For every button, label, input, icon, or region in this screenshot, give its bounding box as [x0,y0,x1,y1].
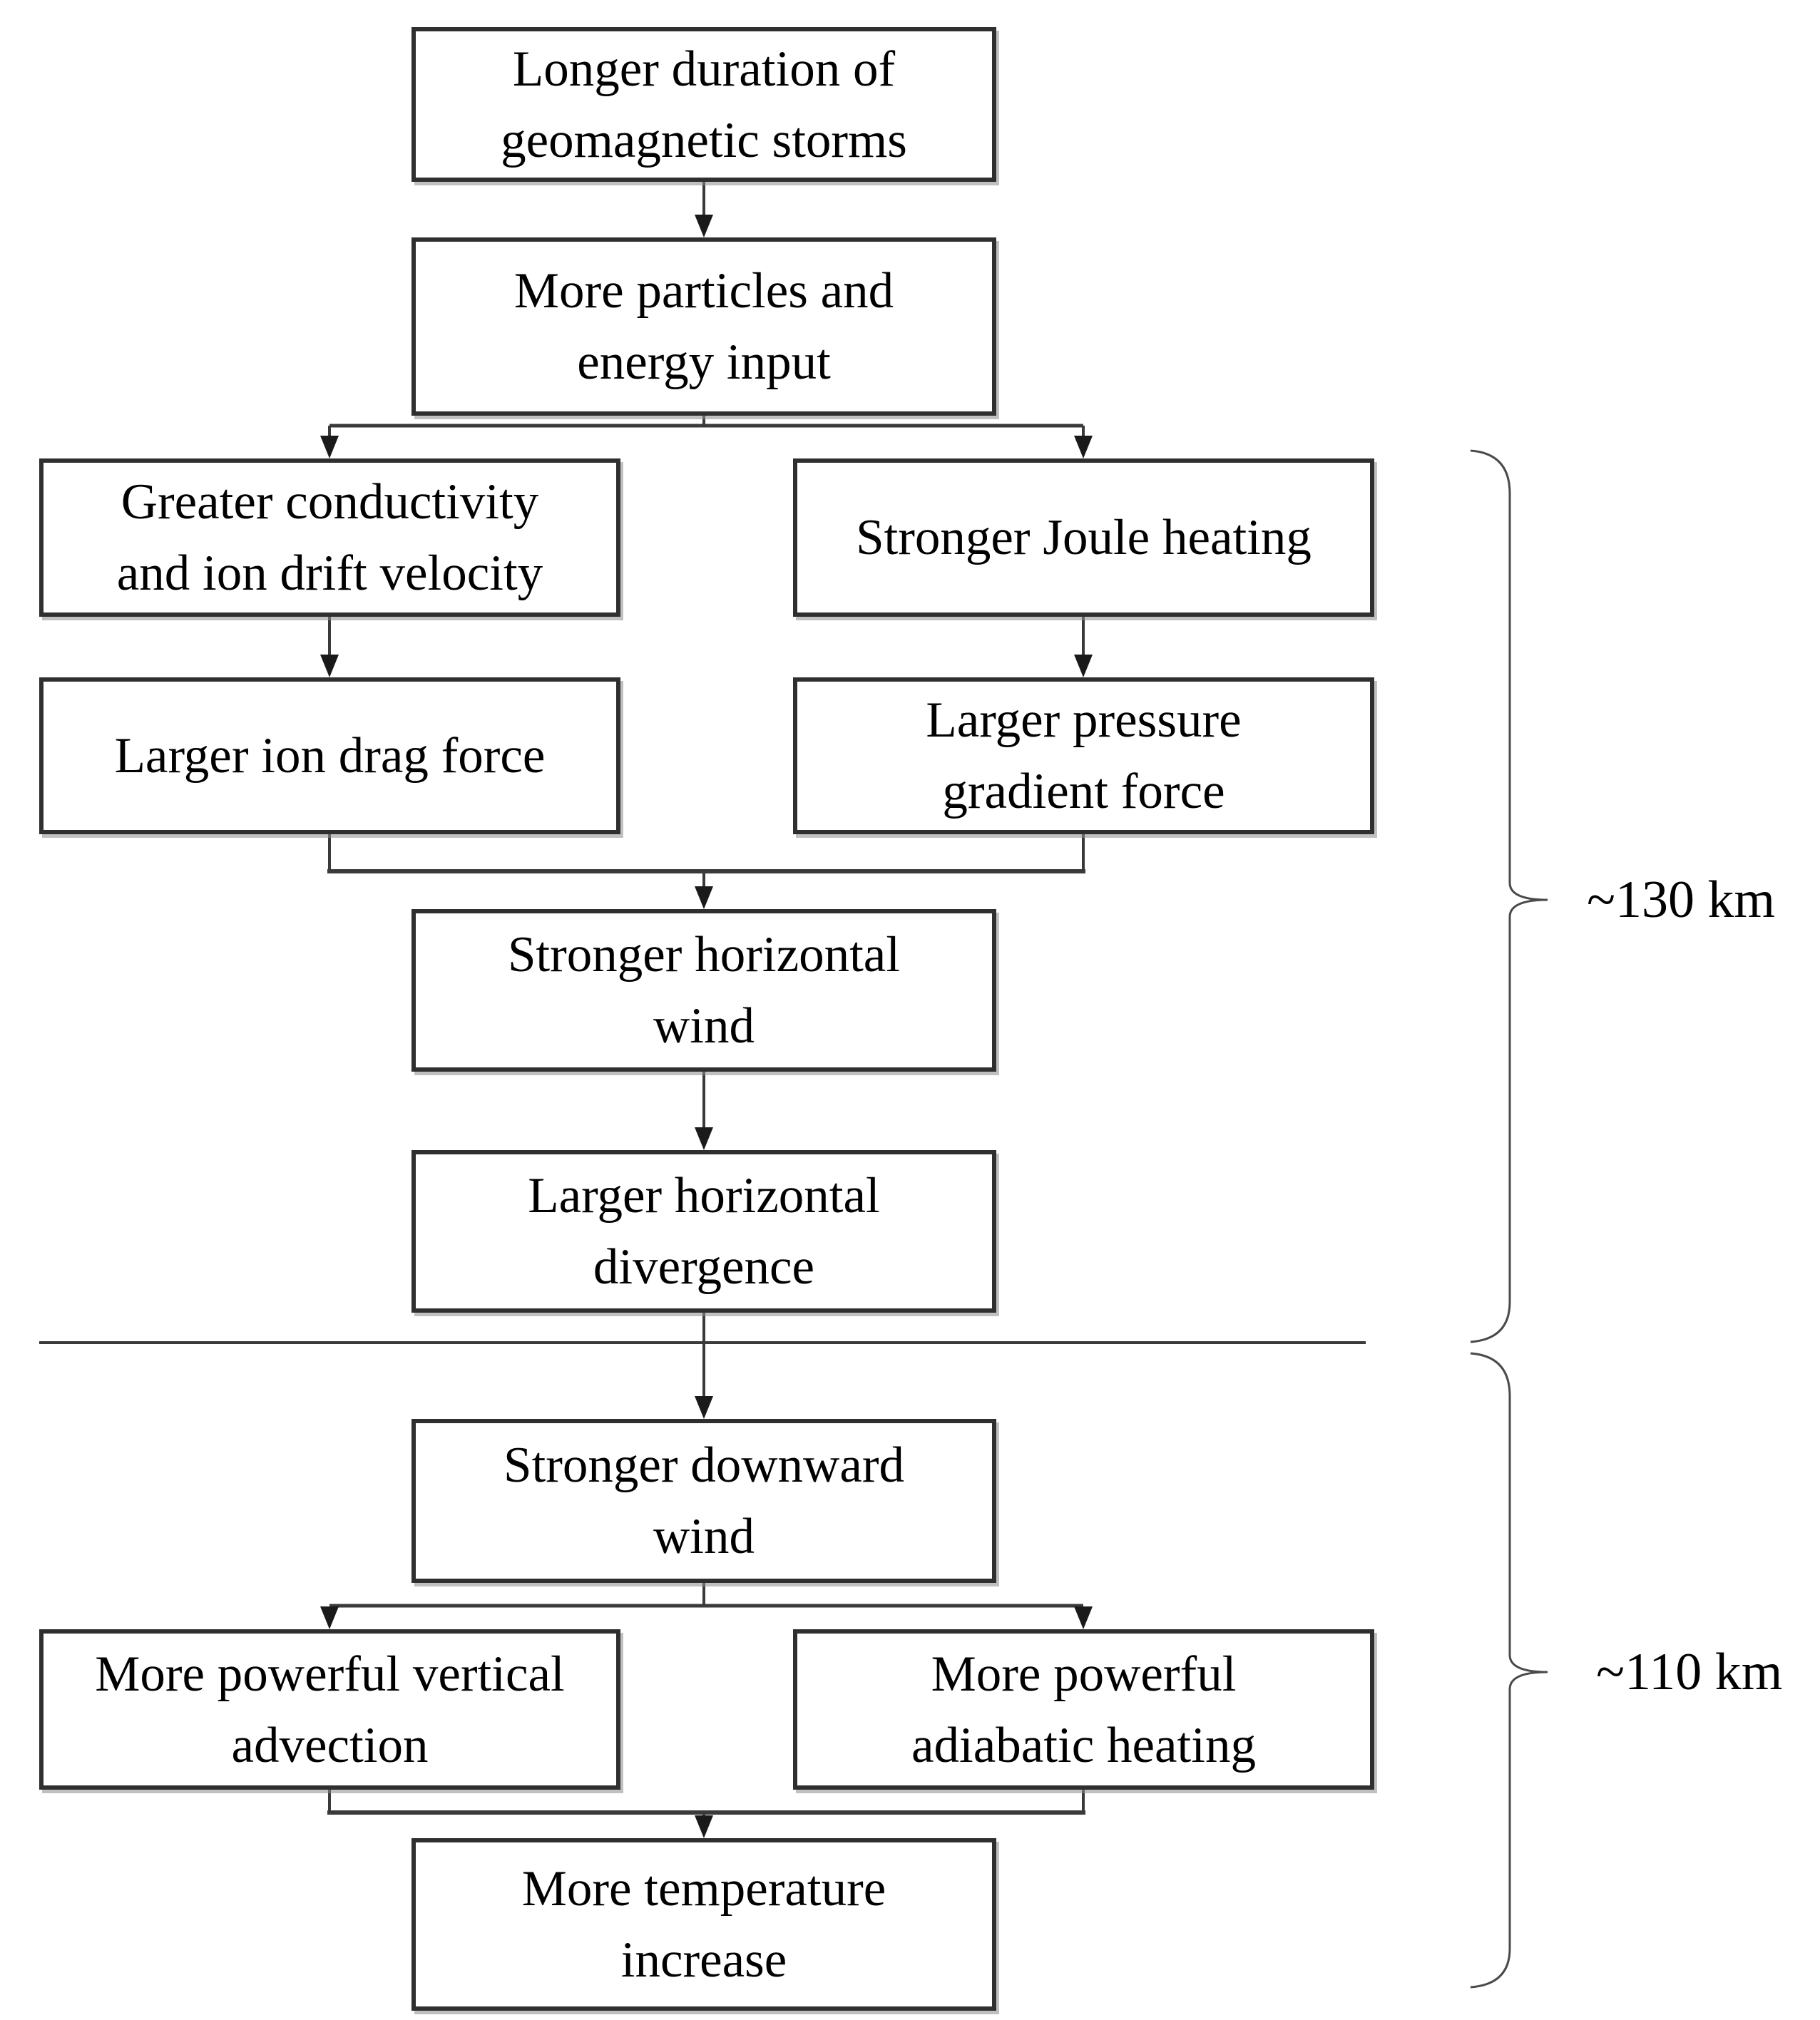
node-text: More temperature [521,1861,886,1917]
node-energy-input: More particles and energy input [411,237,996,416]
node-temperature-increase: More temperature increase [411,1838,996,2011]
arrow-conductivity-to-iondrag [320,617,339,677]
node-text: advection [231,1717,429,1773]
arrow-storm-to-energy [695,182,713,237]
brace-upper-section [1470,449,1548,1343]
node-text: Longer duration of [512,41,896,97]
node-pressure-gradient: Larger pressure gradient force [793,677,1374,834]
node-horizontal-wind: Stronger horizontal wind [411,909,996,1072]
node-text: and ion drift velocity [116,545,543,601]
node-text: geomagnetic storms [501,112,907,168]
node-text: Larger pressure [926,692,1242,748]
node-text: Larger horizontal [528,1168,880,1224]
node-text: increase [620,1932,787,1988]
arrow-divergence-to-downward [695,1313,713,1419]
merge-to-horizontal-wind [327,834,1085,909]
arrow-wind-to-divergence [695,1072,713,1150]
node-text: gradient force [942,764,1225,819]
node-text: wind [653,998,755,1054]
node-joule-heating: Stronger Joule heating [793,458,1374,617]
node-text: Stronger horizontal [507,927,901,983]
node-text: Stronger Joule heating [856,510,1312,565]
node-text: adiabatic heating [911,1717,1256,1773]
node-vertical-advection: More powerful vertical advection [39,1629,620,1790]
fork-downward-wind [320,1583,1093,1629]
node-text: More powerful [931,1646,1237,1702]
node-ion-drag: Larger ion drag force [39,677,620,834]
arrow-joule-to-pressure [1074,617,1093,677]
node-text: energy input [577,334,831,390]
node-horizontal-divergence: Larger horizontal divergence [411,1150,996,1313]
node-downward-wind: Stronger downward wind [411,1419,996,1583]
merge-to-temperature [327,1790,1085,1838]
node-conductivity: Greater conductivity and ion drift veloc… [39,458,620,617]
node-text: Greater conductivity [121,474,539,530]
node-storm-duration: Longer duration of geomagnetic storms [411,27,996,182]
node-text: divergence [593,1239,815,1295]
altitude-label-130km: ~130 km [1587,871,1776,929]
brace-lower-section [1470,1352,1548,1989]
node-adiabatic-heating: More powerful adiabatic heating [793,1629,1374,1790]
node-text: More particles and [513,263,894,319]
node-text: Larger ion drag force [114,728,546,784]
node-text: Stronger downward [503,1437,904,1493]
fork-energy-input [320,416,1093,458]
altitude-label-110km: ~110 km [1596,1643,1783,1701]
node-text: More powerful vertical [95,1646,565,1702]
node-text: wind [653,1509,755,1564]
